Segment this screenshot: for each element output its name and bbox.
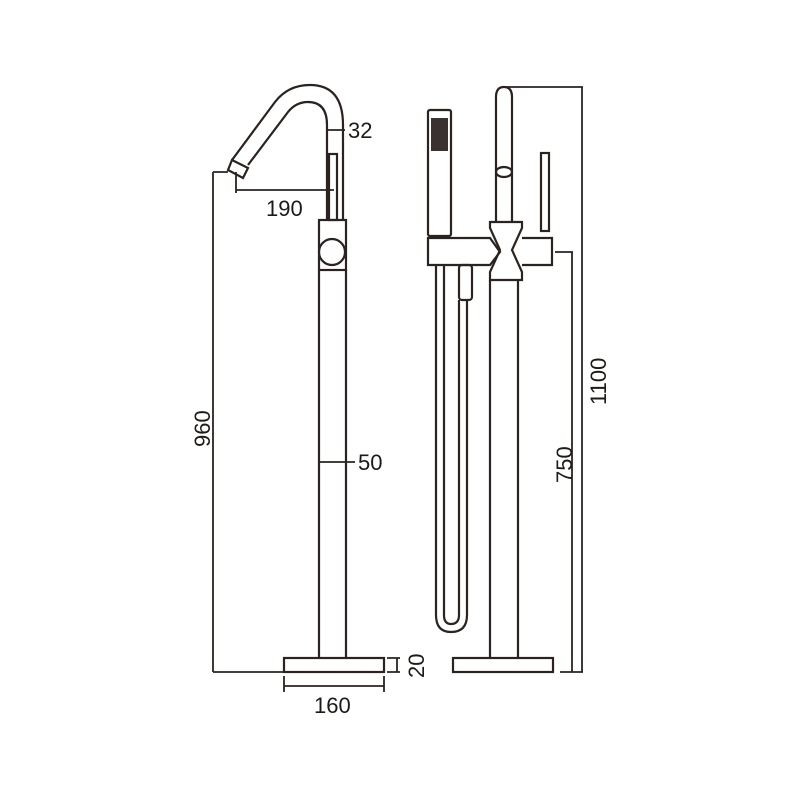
base-plate — [282, 656, 386, 674]
spout-pipe — [231, 83, 345, 220]
shower-hose — [434, 265, 469, 634]
stem — [317, 270, 348, 658]
dim-spout-height: 960 — [190, 410, 215, 447]
spout-ring — [494, 165, 514, 179]
side-view-faucet — [226, 83, 386, 674]
front-view-faucet — [426, 85, 555, 674]
front-view-dimensions: 1100 750 — [504, 86, 611, 673]
dim-total-height: 1100 — [586, 358, 611, 405]
side-view-dimensions: 32 190 960 50 20 160 — [190, 118, 429, 718]
control-knob — [317, 237, 347, 267]
stem-front — [488, 280, 520, 658]
dim-pipe-diameter: 32 — [348, 118, 372, 143]
shower-head-nozzles — [431, 118, 448, 151]
diverter-arm — [426, 236, 502, 267]
lever-base — [522, 236, 554, 267]
hand-shower — [426, 108, 453, 238]
lever-handle-front — [539, 151, 551, 233]
base-plate-front — [451, 656, 555, 674]
dim-body-height: 750 — [552, 446, 577, 483]
dim-spout-reach: 190 — [266, 196, 303, 221]
mixer-body-front — [488, 220, 524, 282]
dim-base-thickness: 20 — [404, 654, 429, 678]
dim-base-diameter: 160 — [314, 693, 351, 718]
dim-stem-diameter: 50 — [358, 450, 382, 475]
spout-outlet — [226, 158, 250, 180]
hose-connector — [457, 263, 474, 302]
lever-handle — [327, 152, 339, 222]
spout-front — [494, 85, 514, 222]
